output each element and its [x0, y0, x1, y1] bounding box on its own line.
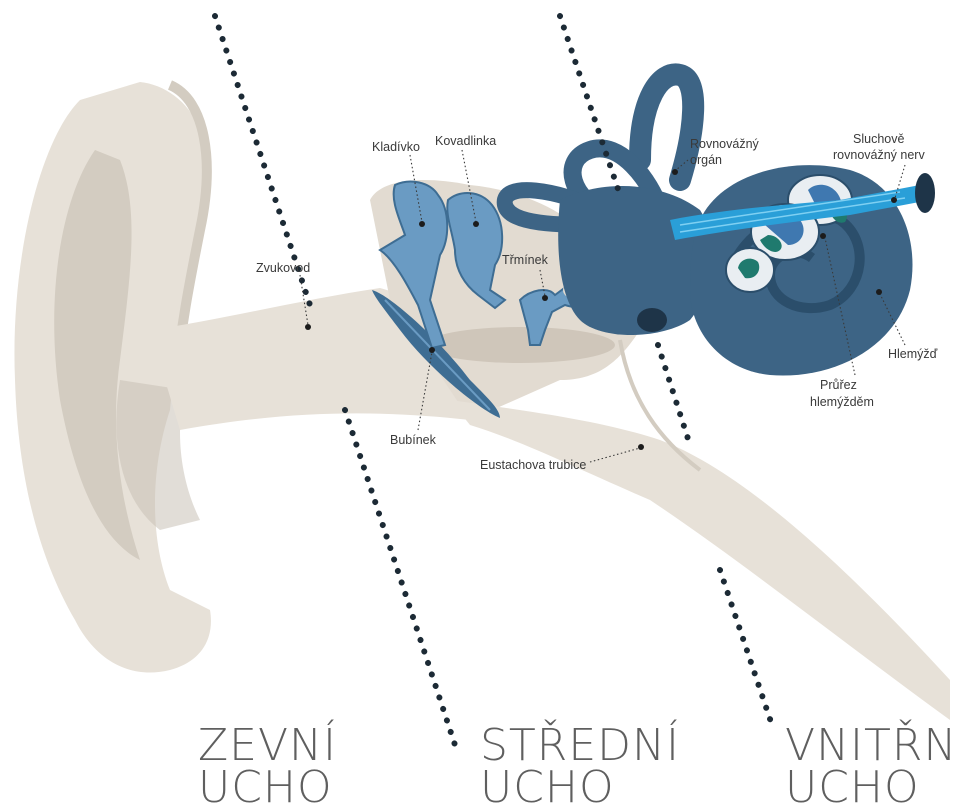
dot-kovadlinka [473, 221, 479, 227]
eustachian-tube [450, 400, 950, 720]
label-bubinek: Bubínek [390, 433, 437, 447]
label-kovadlinka: Kovadlinka [435, 134, 496, 148]
dot-bubinek [429, 347, 435, 353]
label-kladivko: Kladívko [372, 140, 420, 154]
dot-eustachova [638, 444, 644, 450]
nerve-end [915, 173, 935, 213]
label-hlemyzd: Hlemýžď [888, 347, 938, 361]
dot-kladivko [419, 221, 425, 227]
separator-inner-middle [658, 345, 690, 445]
dot-prurez [820, 233, 826, 239]
dot-hlemyzd [876, 289, 882, 295]
title-stredni-line2: UCHO [480, 762, 615, 803]
vestibule [558, 186, 712, 335]
label-zvukovod: Zvukovod [256, 261, 310, 275]
label-prurez-line2: hlemýžděm [810, 395, 874, 409]
label-eustachova: Eustachova trubice [480, 458, 586, 472]
label-rovnovazny-line2: orgán [690, 153, 722, 167]
separator-inner-lower [720, 570, 772, 725]
label-prurez-line1: Průřez [820, 378, 857, 392]
label-nerv-line2: rovnovážný nerv [833, 148, 925, 162]
dot-trminek [542, 295, 548, 301]
semicircular-canal-superior [640, 74, 693, 180]
dot-rovnovazny [672, 169, 678, 175]
label-trminek: Třmínek [502, 253, 549, 267]
separator-outer-lower [345, 410, 455, 745]
title-zevni-line2: UCHO [198, 762, 333, 803]
round-window [637, 308, 667, 332]
cavity-shadow [425, 327, 615, 363]
section-titles: ZEVNÍ UCHO STŘEDNÍ UCHO VNITŘNÍ UCHO [198, 718, 960, 803]
dot-nerv [891, 197, 897, 203]
label-nerv-line1: Sluchově [853, 132, 904, 146]
dot-zvukovod [305, 324, 311, 330]
label-rovnovazny-line1: Rovnovážný [690, 137, 760, 151]
title-vnitrni-line2: UCHO [785, 762, 920, 803]
